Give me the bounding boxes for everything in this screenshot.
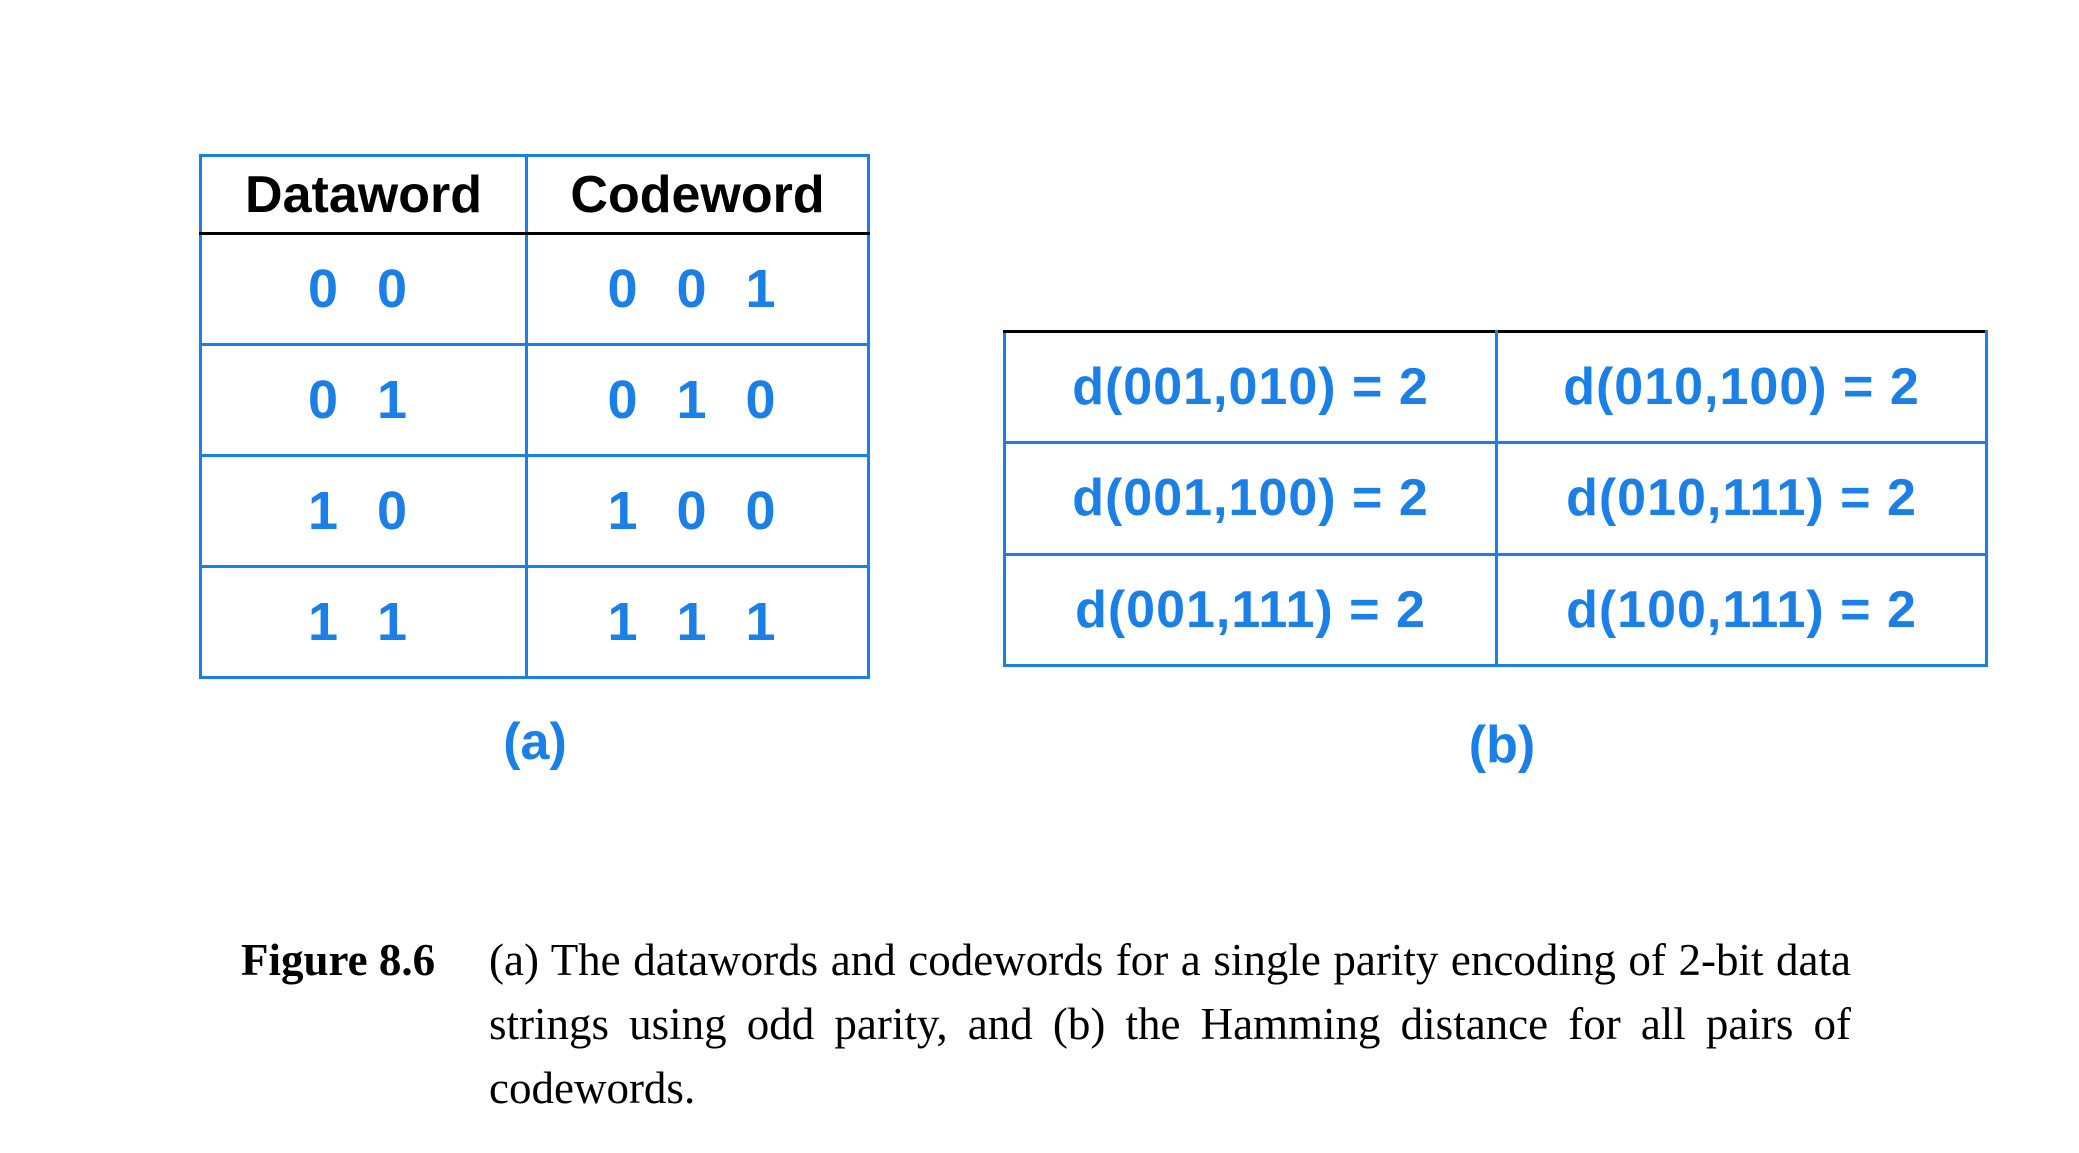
figure-number: Figure 8.6 <box>241 935 436 985</box>
table-row: 1 0 1 0 0 <box>199 454 870 568</box>
table-header-row: Dataword Codeword <box>199 154 870 235</box>
dataword-cell: 1 0 <box>199 454 528 568</box>
distance-cell: d(100,111) = 2 <box>1495 552 1988 668</box>
codeword-header: Codeword <box>525 154 870 235</box>
table-row: d(001,010) = 2 d(010,100) = 2 <box>1003 329 1988 445</box>
distance-cell: d(010,100) = 2 <box>1495 329 1988 445</box>
table-row: 0 0 0 0 1 <box>199 232 870 346</box>
dataword-cell: 0 1 <box>199 343 528 457</box>
dataword-header: Dataword <box>199 154 528 235</box>
distance-cell: d(001,100) = 2 <box>1003 441 1498 556</box>
table-row: 0 1 0 1 0 <box>199 343 870 457</box>
table-row: 1 1 1 1 1 <box>199 565 870 679</box>
codeword-cell: 1 0 0 <box>525 454 870 568</box>
table-row: d(001,111) = 2 d(100,111) = 2 <box>1003 552 1988 668</box>
codeword-cell: 0 1 0 <box>525 343 870 457</box>
panel-label-b: (b) <box>1468 716 1536 774</box>
table-row: d(001,100) = 2 d(010,111) = 2 <box>1003 441 1988 556</box>
figure-caption: Figure 8.6 (a) The datawords and codewor… <box>241 928 1851 1120</box>
distance-cell: d(001,111) = 2 <box>1003 552 1498 668</box>
codeword-cell: 0 0 1 <box>525 232 870 346</box>
panel-label-a: (a) <box>503 713 567 771</box>
caption-text: (a) The datawords and codewords for a si… <box>489 935 1851 1113</box>
distance-cell: d(001,010) = 2 <box>1003 329 1498 445</box>
distance-cell: d(010,111) = 2 <box>1495 441 1988 556</box>
dataword-cell: 0 0 <box>199 232 528 346</box>
dataword-cell: 1 1 <box>199 565 528 679</box>
hamming-distance-table: d(001,010) = 2 d(010,100) = 2 d(001,100)… <box>1003 329 1988 668</box>
codeword-cell: 1 1 1 <box>525 565 870 679</box>
dataword-codeword-table: Dataword Codeword 0 0 0 0 1 0 1 0 1 0 1 … <box>199 154 870 679</box>
